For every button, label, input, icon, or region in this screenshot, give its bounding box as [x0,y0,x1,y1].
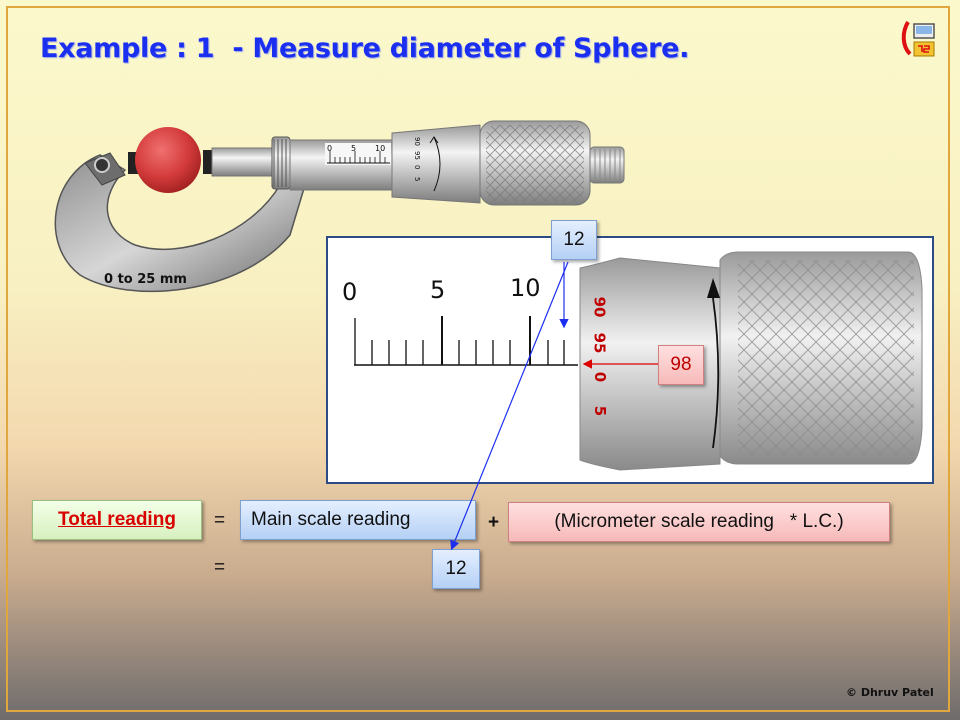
small-thimble-0: 0 [413,165,421,169]
small-scale-5: 5 [351,144,356,153]
plus-sign: + [488,512,500,533]
zoom-view-panel: 0 5 10 90 95 0 5 [326,236,934,484]
thimble-number-0: 0 [591,371,610,383]
small-thimble-5: 5 [413,177,421,181]
main-scale-0: 0 [342,278,358,306]
zoom-scale-drawing [354,251,923,471]
main-scale-5: 5 [430,276,446,304]
small-thimble-95: 95 [413,151,421,160]
total-reading-box: Total reading [32,500,202,540]
small-scale-10: 10 [375,144,385,153]
thimble-number-5: 5 [591,405,610,417]
thimble-number-95: 95 [590,332,609,354]
small-scale-0: 0 [327,144,332,153]
small-thimble-90: 90 [413,137,421,146]
equals-sign-2: = [214,557,226,578]
slide-frame [6,6,950,712]
micrometer-term-box: (Micrometer scale reading * L.C.) [508,502,890,542]
main-scale-reading-label: Main scale reading [251,509,411,530]
author-credit: © Dhruv Patel [846,686,934,699]
main-scale-10: 10 [510,274,541,302]
thimble-number-90: 90 [590,296,609,318]
main-scale-callout: 12 [551,220,597,260]
micrometer-illustration: 0 5 10 90 95 0 5 [54,120,625,293]
page-title: Example : 1 - Measure diameter of Sphere… [40,33,690,64]
main-scale-reading-box: Main scale reading [240,500,476,540]
range-label: 0 to 25 mm [104,272,187,287]
main-scale-result-callout: 12 [432,549,480,589]
micrometer-logo-icon [901,20,935,57]
equals-sign-1: = [214,510,226,531]
total-reading-label: Total reading [58,509,176,530]
thimble-reading-callout: 98 [658,345,704,385]
